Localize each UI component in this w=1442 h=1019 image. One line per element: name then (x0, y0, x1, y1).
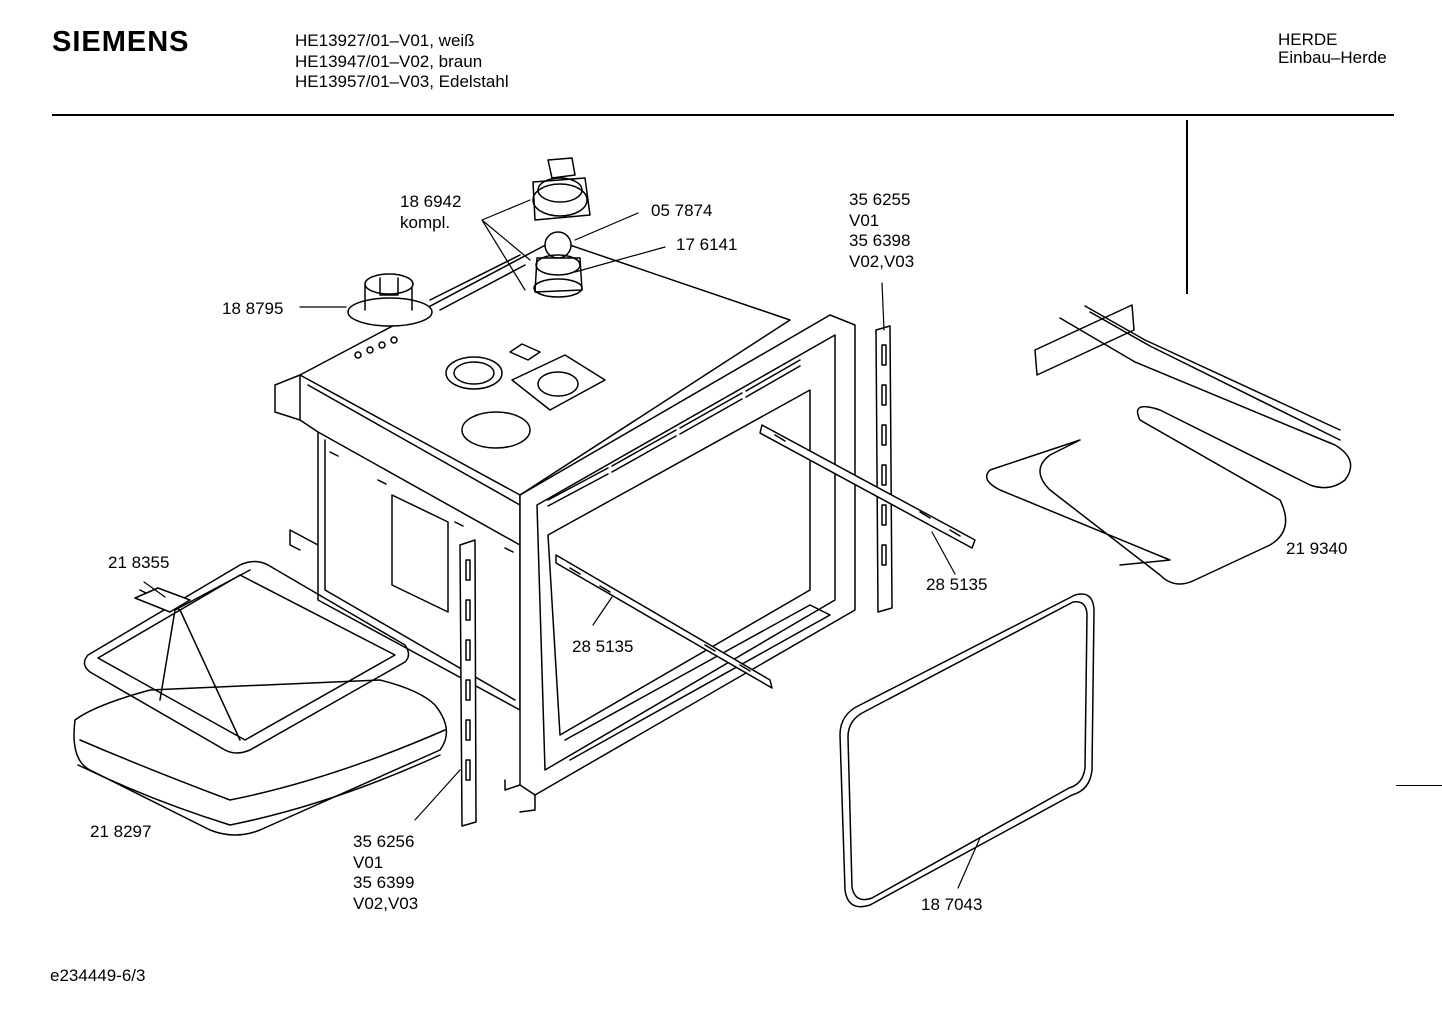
callout-rail-left: 35 6256 V01 35 6399 V02,V03 (353, 832, 418, 914)
part-number: 35 6399 (353, 873, 415, 892)
callout-knob-assembly: 18 6942 kompl. (400, 192, 461, 233)
variant: V01 (849, 210, 880, 230)
leader-lines (143, 199, 981, 889)
callout-219340: 21 9340 (1286, 539, 1348, 558)
control-knob-drawing (532, 157, 591, 298)
part-number: 35 6256 (353, 832, 415, 851)
part-number: 35 6255 (849, 190, 911, 209)
callout-218297: 21 8297 (90, 822, 152, 841)
part-note: kompl. (400, 212, 451, 232)
variant: V02,V03 (353, 893, 419, 913)
variant: V02,V03 (849, 251, 915, 271)
callout-187043: 18 7043 (921, 895, 983, 914)
model-line: HE13947/01–V02, braun (295, 51, 483, 71)
right-rail-drawing (875, 325, 893, 613)
callout-285135-right: 28 5135 (926, 575, 988, 594)
brand-logo: SIEMENS (52, 26, 190, 58)
slide-rails-drawing (555, 424, 976, 689)
vertical-divider (1186, 120, 1188, 294)
door-seal-drawing (839, 593, 1095, 908)
drawing-id: e234449-6/3 (50, 966, 146, 985)
callout-188795: 18 8795 (222, 299, 284, 318)
category-label: HERDE Einbau–Herde (1278, 31, 1387, 67)
variant: V01 (353, 852, 384, 872)
part-number: 35 6398 (849, 231, 911, 250)
callout-176141: 17 6141 (676, 235, 738, 254)
header-divider (52, 114, 1394, 116)
left-rail-drawing (459, 539, 477, 827)
callout-rail-right: 35 6255 V01 35 6398 V02,V03 (849, 190, 914, 272)
callout-218355: 21 8355 (108, 553, 170, 572)
bottom-heater-drawing (73, 560, 448, 836)
model-line: HE13927/01–V01, weiß (295, 31, 475, 50)
cap-drawing (347, 273, 433, 327)
margin-mark (1396, 785, 1442, 786)
oven-housing-drawing (274, 239, 856, 813)
model-line: HE13957/01–V03, Edelstahl (295, 72, 509, 91)
callout-057874: 05 7874 (651, 201, 713, 220)
callout-285135-left: 28 5135 (572, 637, 634, 656)
category-main: HERDE (1278, 30, 1338, 49)
part-number: 18 6942 (400, 192, 462, 211)
category-sub: Einbau–Herde (1278, 48, 1387, 67)
model-list: HE13927/01–V01, weiß HE13947/01–V02, bra… (295, 31, 509, 93)
top-heater-drawing (985, 304, 1352, 585)
